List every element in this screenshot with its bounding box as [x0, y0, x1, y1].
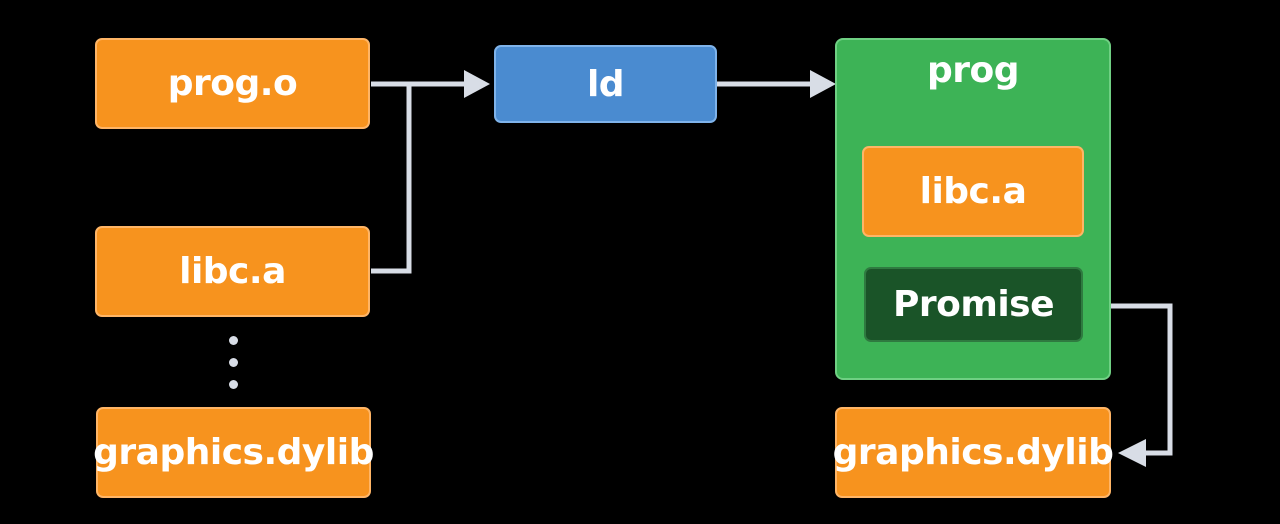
input-libc-a-label: libc.a	[179, 251, 286, 292]
ellipsis-dot-1	[229, 336, 238, 345]
linker-ld-label: ld	[586, 63, 625, 105]
input-libc-a: libc.a	[95, 226, 370, 317]
ellipsis-dot-2	[229, 358, 238, 367]
input-graphics-dylib: graphics.dylib	[93, 407, 374, 498]
output-prog-title: prog	[926, 50, 1020, 91]
output-libc-a-label: libc.a	[919, 171, 1027, 212]
output-promise: Promise	[864, 267, 1083, 342]
input-graphics-dylib-label: graphics.dylib	[93, 432, 374, 473]
output-graphics-dylib: graphics.dylib	[832, 407, 1114, 498]
arrow-promise-to-graphics	[1084, 303, 1173, 456]
arrow-promise-to-graphics-head	[1118, 439, 1146, 467]
input-prog-o: prog.o	[95, 38, 370, 129]
ellipsis-dot-3	[229, 380, 238, 389]
linker-ld: ld	[494, 45, 717, 123]
arrow-libc-a-join	[371, 84, 412, 274]
arrow-ld-to-prog-head	[810, 70, 836, 98]
output-libc-a: libc.a	[862, 146, 1084, 237]
input-prog-o-label: prog.o	[167, 63, 298, 104]
arrow-prog-o-to-ld-head	[464, 70, 490, 98]
output-promise-label: Promise	[892, 284, 1055, 325]
output-graphics-dylib-label: graphics.dylib	[832, 432, 1114, 473]
